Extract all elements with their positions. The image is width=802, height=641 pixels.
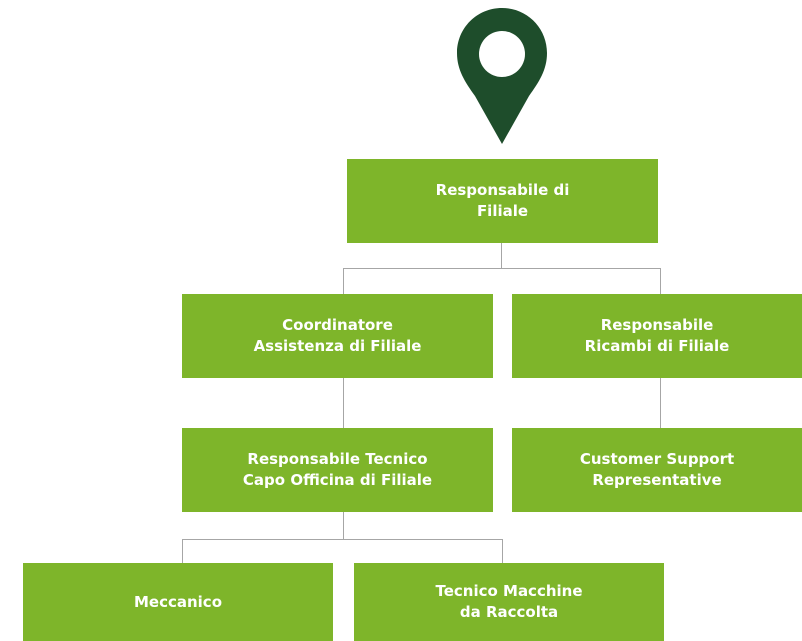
connector-bottom-left-drop (182, 539, 183, 563)
node-service-coordinator: Coordinatore Assistenza di Filiale (182, 294, 493, 378)
connector-right-middle (660, 378, 661, 428)
location-pin-icon (457, 8, 547, 144)
connector-left-middle (343, 378, 344, 428)
connector-bottom-right-drop (502, 539, 503, 563)
connector-bottom-horizontal (182, 539, 503, 540)
connector-top-horizontal (343, 268, 661, 269)
node-service-coordinator-label: Coordinatore Assistenza di Filiale (253, 316, 422, 355)
node-harvest-technician: Tecnico Macchine da Raccolta (354, 563, 664, 641)
node-workshop-head-label: Responsabile Tecnico Capo Officina di Fi… (242, 450, 433, 489)
node-branch-manager: Responsabile di Filiale (347, 159, 658, 243)
connector-left-drop (343, 268, 344, 294)
connector-right-drop (660, 268, 661, 294)
connector-top-vertical (501, 243, 502, 268)
node-parts-manager: Responsabile Ricambi di Filiale (512, 294, 802, 378)
node-customer-support-label: Customer Support Representative (579, 450, 735, 489)
pin-hole (479, 31, 525, 77)
node-customer-support: Customer Support Representative (512, 428, 802, 512)
node-workshop-head: Responsabile Tecnico Capo Officina di Fi… (182, 428, 493, 512)
node-parts-manager-label: Responsabile Ricambi di Filiale (584, 316, 730, 355)
node-mechanic: Meccanico (23, 563, 333, 641)
node-mechanic-label: Meccanico (133, 592, 223, 611)
node-harvest-technician-label: Tecnico Macchine da Raccolta (435, 582, 583, 621)
connector-bottom-vertical (343, 512, 344, 539)
node-branch-manager-label: Responsabile di Filiale (435, 181, 570, 220)
